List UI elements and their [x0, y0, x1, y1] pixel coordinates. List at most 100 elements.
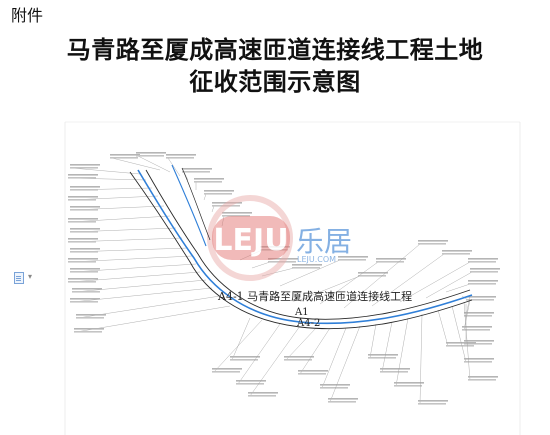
leader-line [321, 327, 347, 389]
coordinate-callout-mark [68, 241, 96, 243]
coordinate-callout-mark [470, 271, 498, 273]
coordinate-callout-mark [212, 205, 240, 207]
leader-line [329, 325, 361, 403]
leader-line [425, 271, 473, 299]
coordinate-callout-mark [68, 258, 98, 260]
watermark-badge [212, 216, 290, 260]
coordinate-callout-mark [212, 371, 240, 373]
coordinate-callout-mark [466, 296, 496, 298]
coordinate-callout-mark [268, 258, 298, 260]
coordinate-callout-mark [74, 331, 102, 333]
map-label-main: A4-1 马青路至厦成高速匝道连接线工程 [217, 289, 412, 303]
coordinate-callout-mark [70, 189, 98, 191]
coordinate-callout-mark [70, 298, 100, 300]
leader-line [395, 317, 409, 387]
coordinate-callout-mark [320, 387, 348, 389]
coordinate-callout-mark [394, 382, 424, 384]
coordinate-callout-mark [68, 196, 98, 198]
coordinate-callout-mark [110, 154, 140, 156]
leader-line [249, 325, 301, 397]
leader-line [371, 253, 445, 307]
coordinate-callout-mark [68, 278, 98, 280]
coordinate-callouts [68, 152, 500, 405]
coordinate-callout-mark [446, 345, 474, 347]
leader-line [73, 279, 207, 293]
caret-down-icon[interactable]: ▾ [28, 272, 33, 281]
coordinate-callout-mark [328, 398, 358, 400]
coordinate-callout-mark [418, 243, 446, 245]
map-label-a4-2: A4-2 [296, 318, 320, 329]
leader-line [299, 275, 361, 301]
coordinate-callout-mark [68, 218, 98, 220]
leader-line [239, 249, 263, 261]
coordinate-callout-mark [464, 343, 492, 345]
coordinate-callout-mark [248, 392, 278, 394]
coordinate-callout-mark [72, 291, 100, 293]
coordinate-callout-mark [358, 272, 388, 274]
watermark-domain: LEJU.COM [297, 255, 336, 264]
coordinate-callout-mark [418, 403, 446, 405]
coordinate-callout-mark [462, 329, 490, 331]
coordinate-callout-mark [358, 275, 386, 277]
coordinate-callout-mark [418, 240, 448, 242]
coordinate-callout-mark [70, 248, 100, 250]
coordinate-callout-mark [464, 361, 492, 363]
coordinate-callout-mark [194, 181, 222, 183]
document-icon[interactable] [14, 272, 24, 284]
leader-line [261, 267, 295, 277]
coordinate-callout-mark [222, 212, 252, 214]
coordinate-callout-mark [70, 209, 98, 211]
coordinate-callout-mark [468, 280, 498, 282]
boundary-inner [145, 169, 471, 320]
coordinate-callout-mark [284, 359, 312, 361]
watermark: LEJU 乐居 LEJU.COM [207, 195, 352, 281]
coordinate-callout-mark [70, 186, 100, 188]
leader-line [437, 309, 449, 347]
coordinate-callout-mark [70, 167, 98, 169]
coordinate-callout-mark [204, 190, 234, 192]
coordinate-callout-mark [68, 174, 98, 176]
coordinate-callout-mark [284, 356, 314, 358]
leader-line [319, 261, 379, 305]
coordinate-callout-mark [222, 215, 250, 217]
leader-line [369, 323, 377, 359]
coordinate-callout-mark [70, 268, 100, 270]
coordinate-callout-mark [260, 249, 288, 251]
coordinate-callout-mark [68, 261, 96, 263]
coordinate-callout-mark [212, 202, 242, 204]
coordinate-callout-mark [212, 368, 242, 370]
coordinate-callout-mark [298, 370, 328, 372]
leader-line [279, 259, 341, 287]
coordinate-callout-mark [468, 379, 496, 381]
leader-line [343, 243, 421, 309]
leader-line [137, 155, 171, 173]
watermark-brand: 乐居 [296, 225, 352, 258]
coordinate-callout-mark [68, 199, 96, 201]
leader-line [463, 301, 471, 381]
attachment-label: 附件 [11, 6, 44, 25]
coordinate-callout-mark [70, 231, 98, 233]
coordinate-callout-mark [466, 299, 494, 301]
leader-line [285, 327, 317, 361]
coordinate-callout-mark [260, 246, 290, 248]
leader-line [221, 215, 225, 227]
watermark-ring [207, 195, 293, 281]
coordinate-callout-mark [70, 228, 100, 230]
coordinate-callout-mark [368, 354, 398, 356]
leader-line [463, 299, 471, 331]
coordinate-callout-mark [68, 221, 96, 223]
leader-line [445, 283, 471, 293]
coordinate-callout-mark [380, 371, 408, 373]
document-title-line-1: 马青路至厦成高速匝道连接线工程土地 [66, 35, 484, 64]
coordinate-callout-mark [298, 373, 326, 375]
coordinate-callout-mark [468, 261, 496, 263]
coordinate-callout-mark [292, 267, 320, 269]
coordinate-callout-mark [182, 168, 212, 170]
road-branch [171, 164, 207, 247]
coordinate-callout-mark [338, 259, 366, 261]
leader-line [167, 157, 181, 177]
coordinate-callout-mark [248, 395, 276, 397]
map-frame [64, 121, 521, 435]
coordinate-callout-mark [74, 328, 104, 330]
map-label-a1: A1 [294, 307, 309, 318]
